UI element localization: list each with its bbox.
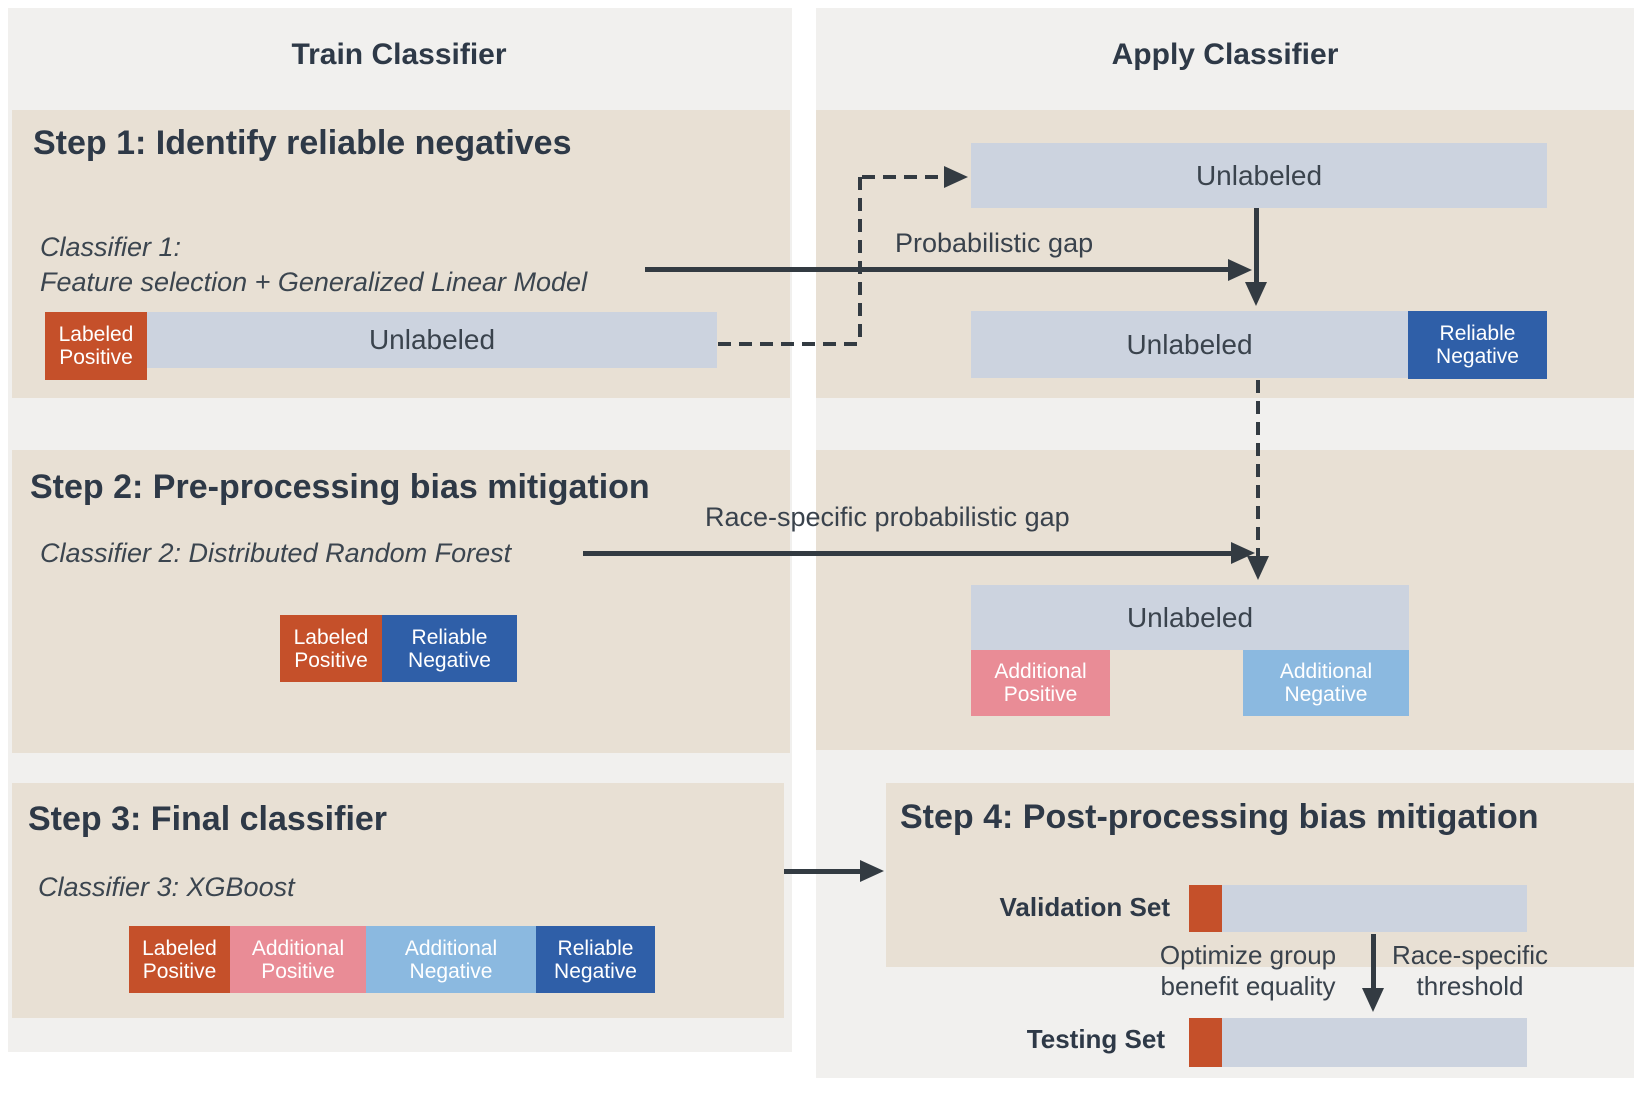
testing-bar [1222,1018,1527,1067]
optimize-group-label: Optimize group benefit equality [1159,940,1337,1001]
step3-additional-positive-segment: Additional Positive [230,926,366,993]
dashed-connector-arrowhead-icon [944,166,968,188]
step3-to-step4-arrow-line [784,869,862,874]
step2-labeled-positive-segment: Labeled Positive [280,615,382,682]
step3-classifier: Classifier 3: XGBoost [38,872,295,902]
validation-bar-positive-segment [1189,885,1222,932]
step1-classifier-line1: Classifier 1: [40,232,182,262]
step3-labeled-positive-segment: Labeled Positive [129,926,230,993]
step2-train-panel [12,450,790,753]
apply-column-heading: Apply Classifier [1111,38,1339,71]
step3-additional-negative-segment: Additional Negative [366,926,536,993]
dashed-connector-horizontal-high [862,175,944,179]
step3-to-step4-arrowhead-icon [860,860,884,882]
testing-set-label: Testing Set [1026,1024,1165,1054]
threshold-down-arrowhead-icon [1362,988,1384,1012]
validation-set-label: Validation Set [999,892,1171,922]
step2-additional-negative-segment: Additional Negative [1243,650,1409,716]
step1-apply-top-unlabeled-bar: Unlabeled [971,143,1547,208]
probabilistic-gap-arrow-line [645,267,1230,272]
dashed-connector-vertical [858,177,862,344]
step2-classifier: Classifier 2: Distributed Random Forest [40,538,512,568]
race-specific-threshold-label: Race-specific threshold [1391,940,1549,1001]
step1-classifier-line2: Feature selection + Generalized Linear M… [40,267,588,297]
step4-panel [886,783,1634,967]
probabilistic-gap-arrowhead-icon [1228,259,1252,281]
step1-apply-bottom-unlabeled-bar: Unlabeled [971,311,1408,378]
dashed-connector-horizontal-low [718,342,862,346]
probabilistic-gap-label: Probabilistic gap [895,228,1094,258]
race-specific-gap-label: Race-specific probabilistic gap [705,502,1070,532]
step2-additional-positive-segment: Additional Positive [971,650,1110,716]
unlabeled-down-arrow-line [1254,208,1259,284]
validation-bar [1222,885,1527,932]
step1-reliable-negative-segment: Reliable Negative [1408,311,1547,379]
step2-title: Step 2: Pre-processing bias mitigation [30,468,650,506]
train-column-heading: Train Classifier [291,38,507,71]
threshold-down-arrow-line [1371,934,1376,990]
step4-title: Step 4: Post-processing bias mitigation [900,798,1539,836]
step1-labeled-positive-segment: Labeled Positive [45,312,147,380]
step1-title: Step 1: Identify reliable negatives [33,124,572,162]
dashed-down-connector [1256,380,1260,558]
dashed-down-arrowhead-icon [1247,556,1269,580]
step3-title: Step 3: Final classifier [28,800,388,838]
unlabeled-down-arrowhead-icon [1245,282,1267,306]
race-specific-gap-arrow-line [583,551,1233,556]
step3-reliable-negative-segment: Reliable Negative [536,926,655,993]
step2-apply-unlabeled-bar: Unlabeled [971,585,1409,650]
step1-train-unlabeled-bar: Unlabeled [147,312,717,368]
step2-reliable-negative-segment: Reliable Negative [382,615,517,682]
testing-bar-positive-segment [1189,1018,1222,1067]
